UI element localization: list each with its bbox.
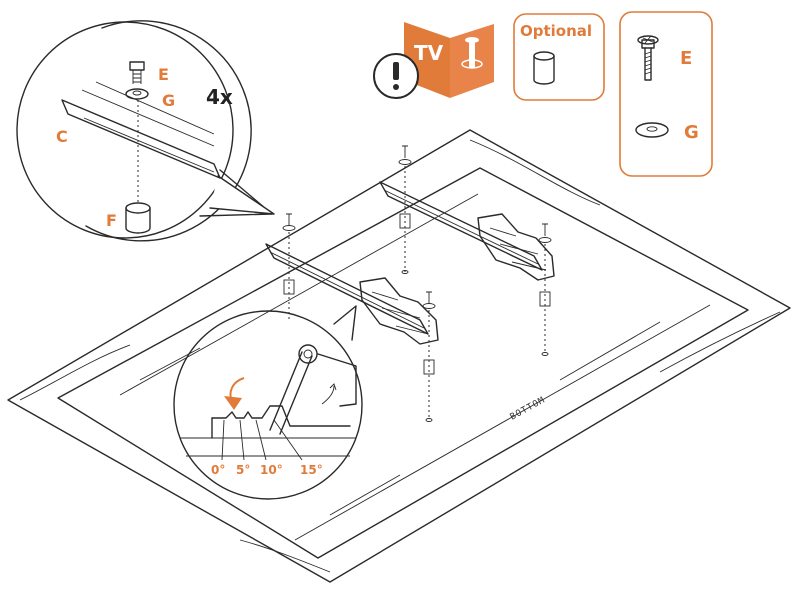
bracket-left bbox=[265, 243, 439, 345]
label-f: F bbox=[106, 211, 117, 230]
tilt-0-label: 0° bbox=[211, 463, 225, 477]
parts-card: E G bbox=[619, 11, 713, 177]
spacer-icon bbox=[533, 51, 555, 85]
detail-callout-tilt: 0° 5° 10° 15° bbox=[173, 305, 363, 500]
label-c: C bbox=[56, 127, 68, 146]
tilt-10-label: 10° bbox=[260, 463, 283, 477]
label-g: G bbox=[162, 91, 175, 110]
inventory-g-label: G bbox=[684, 122, 699, 143]
warning-icon bbox=[393, 62, 399, 90]
tilt-15-label: 15° bbox=[300, 463, 323, 477]
optional-label: Optional bbox=[520, 22, 592, 40]
screw-icon bbox=[461, 37, 483, 69]
washer-g-icon bbox=[635, 122, 669, 138]
inventory-e-label: E bbox=[680, 48, 692, 69]
tv-panel: BOTTOM bbox=[7, 129, 791, 583]
detail-callout-top: E G 4x C F bbox=[16, 20, 275, 242]
tilt-5-label: 5° bbox=[236, 463, 250, 477]
tv-card-label: TV bbox=[414, 41, 444, 65]
tv-warning-card: TV bbox=[373, 22, 494, 99]
label-e: E bbox=[158, 65, 169, 84]
screw-e-icon bbox=[637, 35, 659, 81]
bracket-right bbox=[379, 181, 555, 281]
quantity-label: 4x bbox=[206, 85, 233, 109]
optional-card: Optional bbox=[513, 13, 605, 101]
bottom-label: BOTTOM bbox=[509, 395, 548, 422]
mount-points bbox=[282, 145, 552, 422]
